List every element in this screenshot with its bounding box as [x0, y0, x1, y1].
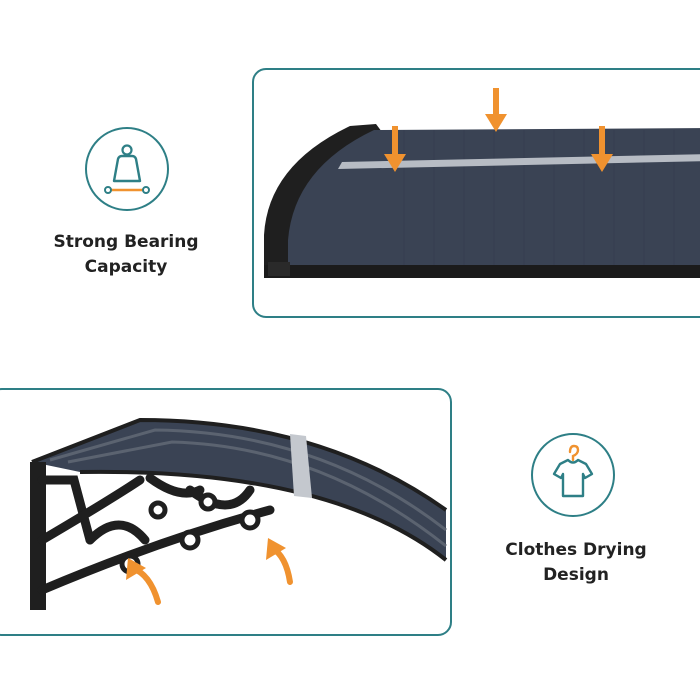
- bottom-product-photo: [0, 388, 452, 636]
- clothes-drying-label: Clothes Drying Design: [505, 540, 647, 585]
- bearing-capacity-icon: [84, 126, 170, 212]
- clothes-drying-icon: [530, 432, 616, 518]
- top-product-photo: [252, 68, 700, 318]
- bearing-capacity-label: Strong Bearing Capacity: [53, 232, 199, 277]
